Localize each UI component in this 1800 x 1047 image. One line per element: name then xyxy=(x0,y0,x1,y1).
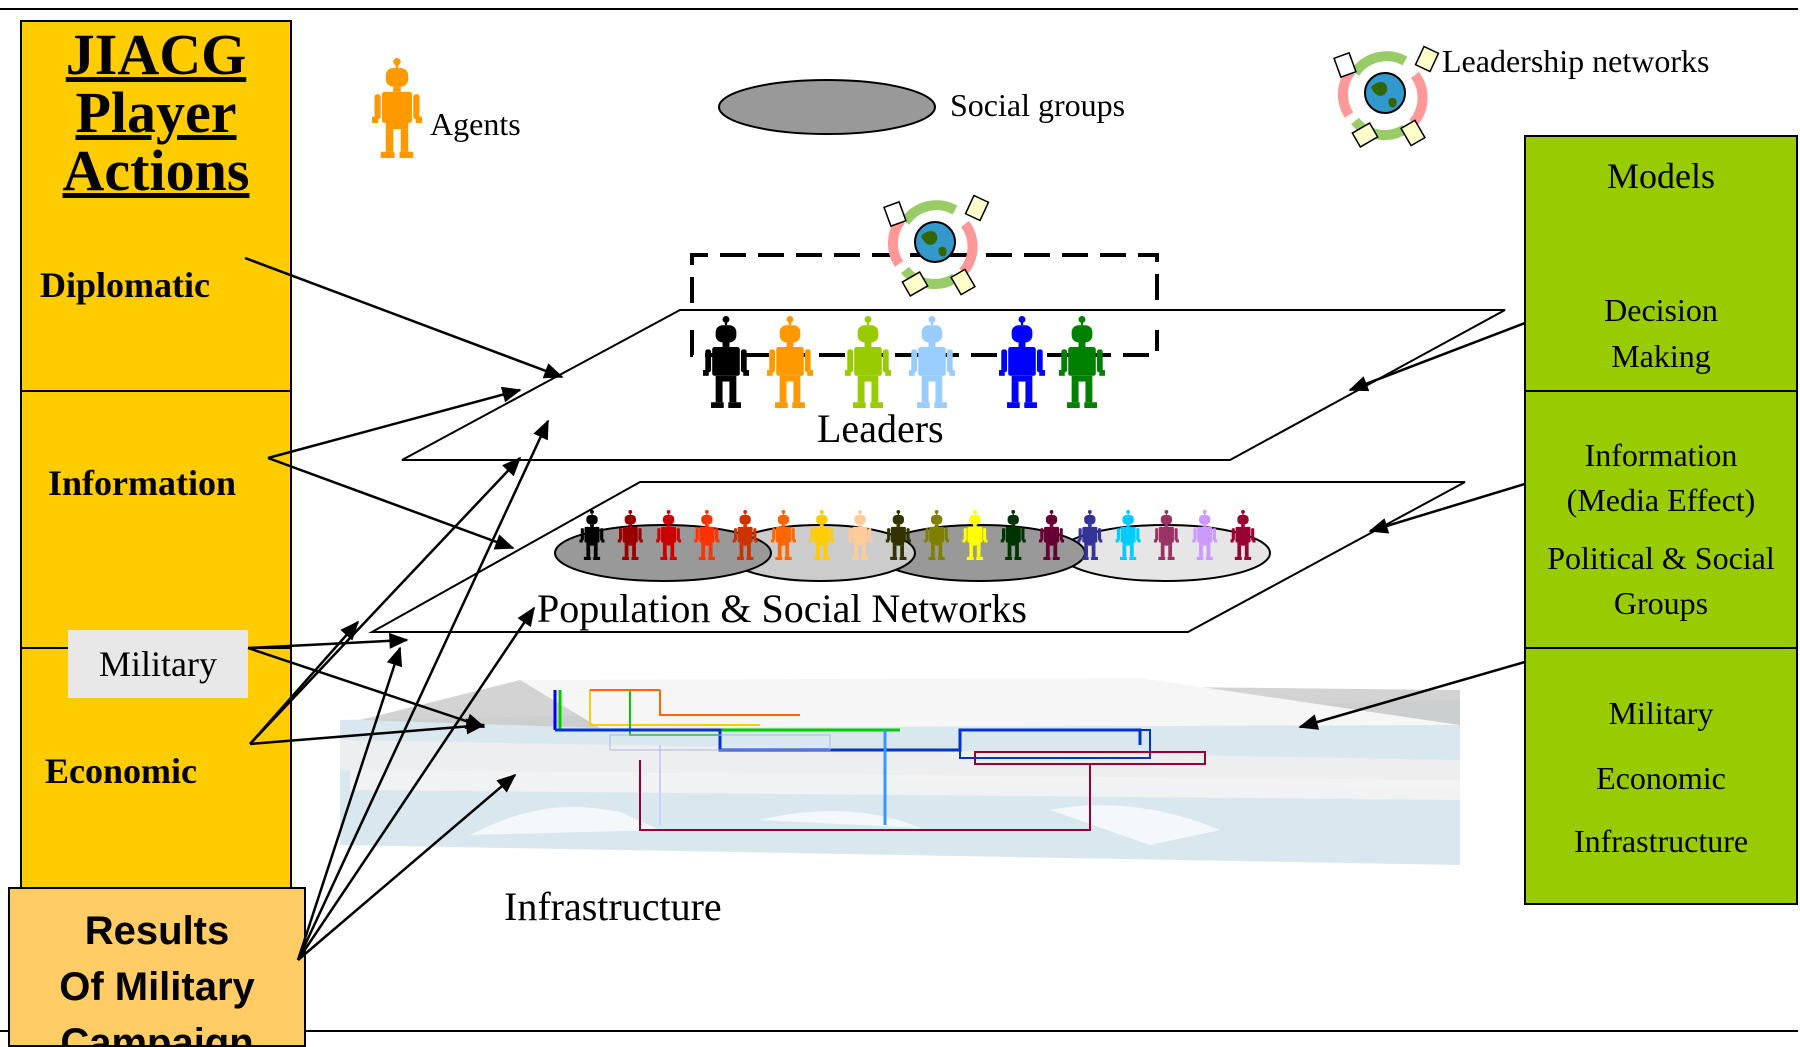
arrow-information-leaders xyxy=(267,386,522,460)
action-information: Information xyxy=(48,463,236,503)
player-actions-panel xyxy=(20,20,292,1034)
legend-social-groups-label: Social groups xyxy=(950,87,1126,123)
arrow-economic-leaders xyxy=(249,456,522,745)
divider xyxy=(20,390,292,392)
results-line: Of Military xyxy=(59,965,255,1009)
leadership-network-icon xyxy=(883,194,990,297)
models-title: Models xyxy=(1607,156,1715,196)
divider xyxy=(1524,390,1798,392)
arrow-military-population xyxy=(247,632,409,650)
model-item: Groups xyxy=(1613,585,1709,621)
action-diplomatic: Diplomatic xyxy=(40,265,210,305)
infrastructure-map-layers xyxy=(340,678,1460,865)
layer-label-leaders: Leaders xyxy=(817,406,944,451)
model-item: Economic xyxy=(1596,760,1726,796)
agent-legend-icon xyxy=(372,56,422,160)
results-line: Results xyxy=(84,909,230,953)
slide-frame xyxy=(0,8,1798,1032)
arrow-results-leaders xyxy=(296,419,550,961)
player-actions-title: JIACG Player Actions xyxy=(20,26,292,200)
action-economic: Economic xyxy=(45,751,197,791)
legend-agents-label: Agents xyxy=(430,106,521,142)
arrow-results-population-label xyxy=(296,606,536,961)
arrow-economic-infrastructure xyxy=(249,718,486,746)
layer-label-population: Population & Social Networks xyxy=(537,586,1027,631)
connector-arrows xyxy=(244,256,1526,961)
model-item: Political & Social xyxy=(1547,540,1775,576)
title-line: Player xyxy=(75,80,237,145)
leaders-layer-plane xyxy=(401,309,1506,461)
arrow-information-population xyxy=(267,456,515,550)
leadership-network-legend-icon xyxy=(1333,45,1440,148)
arrow-results-infrastructure xyxy=(297,773,517,961)
arrow-military-infrastructure xyxy=(247,646,486,729)
arrow-decision-making-leaders xyxy=(1348,321,1526,392)
model-item: Information xyxy=(1584,437,1738,473)
arrow-results-population xyxy=(296,646,403,961)
action-military: Military xyxy=(68,630,248,698)
model-item: Infrastructure xyxy=(1573,823,1749,859)
title-line: JIACG xyxy=(65,22,247,87)
arrow-information-population xyxy=(1368,482,1526,534)
title-line: Actions xyxy=(62,138,250,203)
models-panel xyxy=(1524,135,1798,905)
divider xyxy=(1524,647,1798,649)
layer-label-infrastructure: Infrastructure xyxy=(504,884,722,929)
model-item: (Media Effect) xyxy=(1566,482,1756,518)
model-item: Decision xyxy=(1604,292,1718,328)
legend-leadership-networks-label: Leadership networks xyxy=(1442,43,1710,79)
arrow-diplomatic-leaders xyxy=(244,256,564,379)
model-item: Making xyxy=(1611,338,1711,374)
arrow-military-infrastructure xyxy=(1298,660,1526,730)
social-group-legend-icon xyxy=(718,79,936,135)
model-item: Military xyxy=(1608,695,1714,731)
